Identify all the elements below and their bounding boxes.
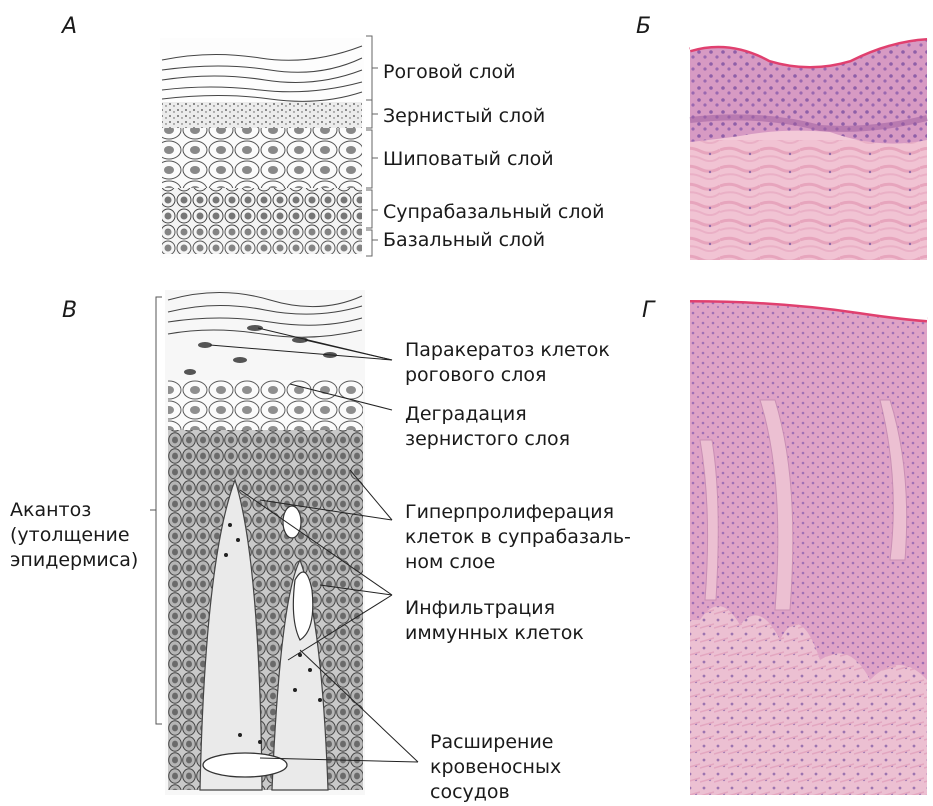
acanthosis-line-2: (утолщение: [10, 523, 150, 548]
annotation-hyperproliferation: Гиперпролиферация клеток в супрабазаль- …: [405, 500, 631, 575]
annotation-line: Инфильтрация: [405, 596, 584, 621]
annotation-parakeratosis: Паракератоз клеток рогового слоя: [405, 338, 610, 388]
annotation-line: Паракератоз клеток: [405, 338, 610, 363]
layer-label-spinous: Шиповатый слой: [383, 147, 554, 171]
annotation-line: рогового слоя: [405, 363, 610, 388]
annotation-line: кровеносных: [430, 755, 561, 780]
annotation-line: Деградация: [405, 402, 570, 427]
panel-v-sketch: [150, 290, 418, 795]
annotation-immune-infiltration: Инфильтрация иммунных клеток: [405, 596, 584, 646]
panel-a-sketch: [160, 36, 378, 258]
panel-b-micrograph: [690, 20, 927, 260]
panel-g-micrograph: [690, 285, 927, 795]
annotation-line: Гиперпролиферация: [405, 500, 631, 525]
layer-label-suprabasal: Супрабазальный слой: [383, 200, 604, 224]
annotation-granular-degradation: Деградация зернистого слоя: [405, 402, 570, 452]
annotation-line: Расширение: [430, 730, 561, 755]
annotation-line: иммунных клеток: [405, 621, 584, 646]
annotation-vessel-dilation: Расширение кровеносных сосудов: [430, 730, 561, 805]
layer-label-granular: Зернистый слой: [383, 104, 545, 128]
annotation-line: ном слое: [405, 550, 631, 575]
annotation-line: зернистого слоя: [405, 427, 570, 452]
layer-label-basal: Базальный слой: [383, 228, 545, 252]
acanthosis-line-3: эпидермиса): [10, 548, 150, 573]
acanthosis-label: Акантоз (утолщение эпидермиса): [10, 498, 150, 573]
annotation-line: клеток в супрабазаль-: [405, 525, 631, 550]
acanthosis-line-1: Акантоз: [10, 498, 150, 523]
layer-label-cornified: Роговой слой: [383, 60, 515, 84]
annotation-line: сосудов: [430, 780, 561, 805]
